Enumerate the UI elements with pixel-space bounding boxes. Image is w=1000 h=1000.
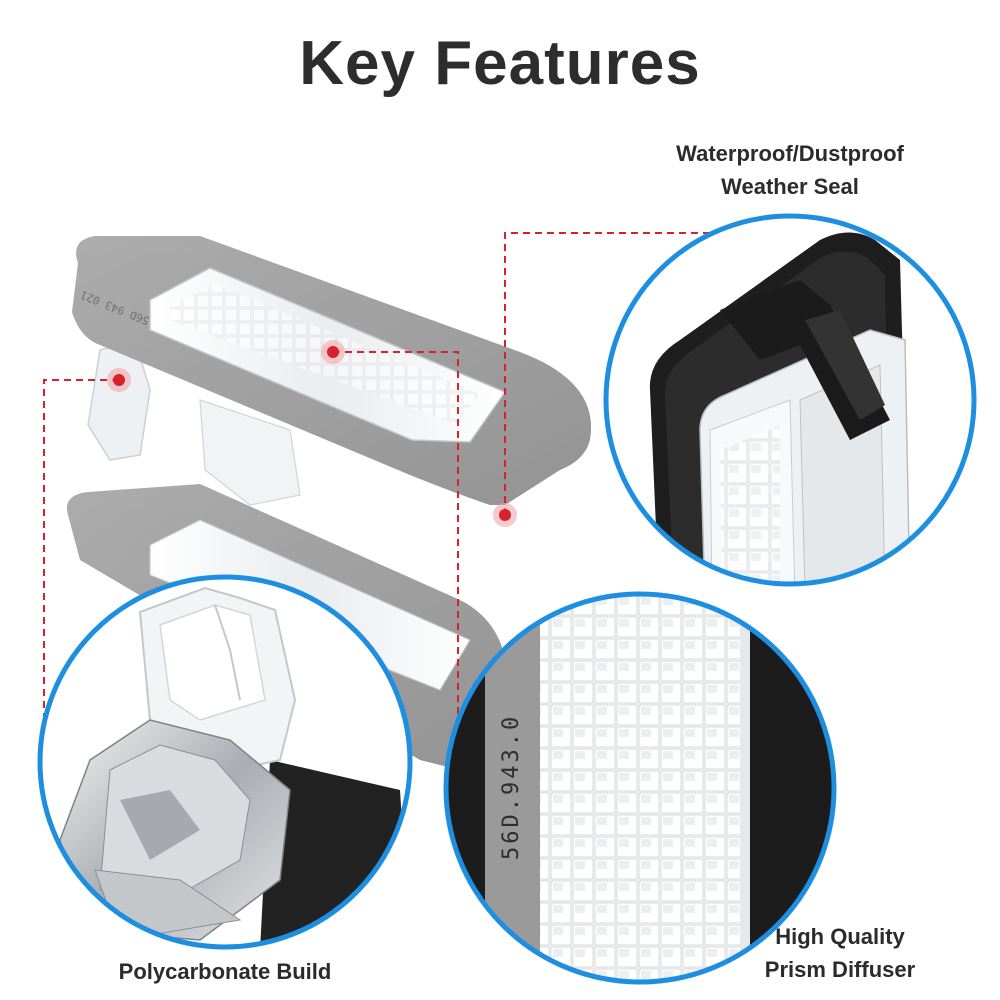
page-title: Key Features — [299, 29, 701, 98]
feature-label-weather-seal-line2: Weather Seal — [721, 174, 859, 199]
callout-line-seal — [504, 232, 782, 515]
callout-lines — [43, 232, 782, 790]
prism-part-number: 56D.943.0 — [499, 714, 524, 860]
seal-clip-tab — [720, 280, 890, 440]
zoom-ring-weather-seal — [603, 213, 977, 587]
callout-dot-clip — [107, 368, 131, 392]
feature-label-weather-seal-line1: Waterproof/Dustproof — [676, 141, 904, 166]
prism-lens — [540, 595, 740, 982]
feature-label-polycarbonate: Polycarbonate Build — [50, 955, 400, 988]
zoom-circle-weather-seal — [603, 213, 977, 587]
lamp-top-clip-left — [87, 339, 301, 506]
feature-label-weather-seal: Waterproof/Dustproof Weather Seal — [600, 137, 980, 203]
callout-line-clip — [43, 379, 119, 770]
zoom-ring-polycarbonate — [37, 574, 413, 950]
callout-line-lens — [333, 351, 459, 790]
callout-dots — [107, 340, 517, 527]
zoom-ring-prism-diffuser — [443, 591, 837, 985]
feature-label-prism-diffuser-line2: Prism Diffuser — [764, 957, 916, 982]
lamp-top: 56D 943 021 — [72, 236, 592, 506]
feature-label-polycarbonate-line1: Polycarbonate Build — [118, 959, 332, 984]
feature-label-prism-diffuser: High Quality Prism Diffuser — [700, 920, 980, 986]
zoom-circle-prism-diffuser: 56D.943.0 — [443, 591, 837, 985]
feature-label-prism-diffuser-line1: High Quality — [775, 924, 905, 949]
zoom-circle-polycarbonate — [37, 574, 413, 950]
callout-dot-lens — [321, 340, 345, 364]
callout-dot-seal — [493, 503, 517, 527]
